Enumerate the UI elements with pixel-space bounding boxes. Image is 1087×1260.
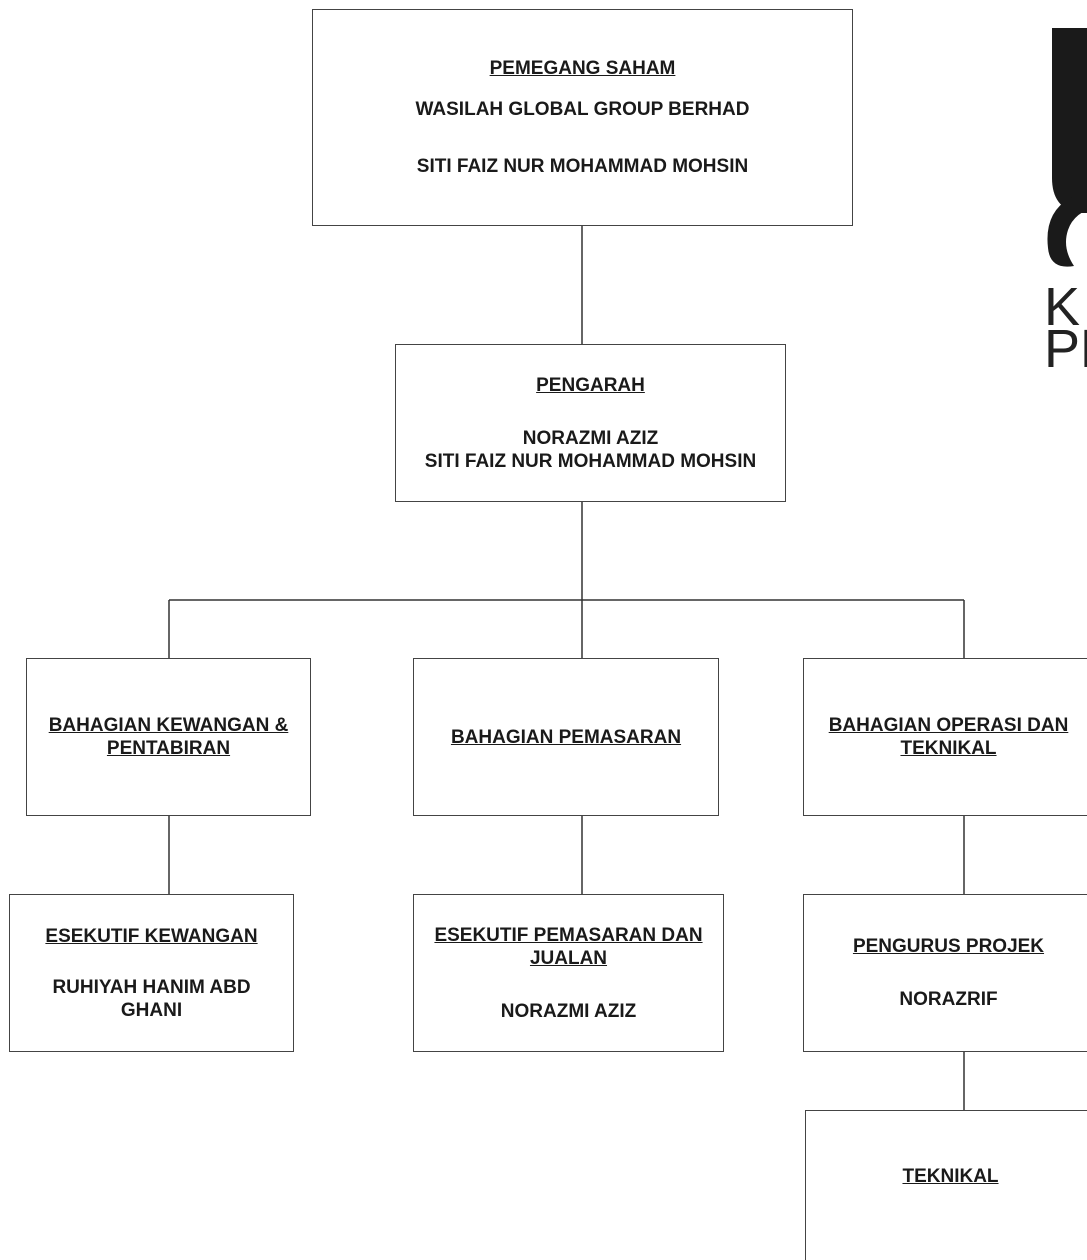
marketing-executive-name: NORAZMI AZIZ (501, 1000, 636, 1023)
director-name: SITI FAIZ NUR MOHAMMAD MOHSIN (425, 450, 756, 473)
division-marketing: BAHAGIAN PEMASARAN (413, 658, 719, 816)
shareholder-name: SITI FAIZ NUR MOHAMMAD MOHSIN (417, 155, 748, 178)
technical-box: TEKNIKAL (805, 1110, 1087, 1260)
directors-box: PENGARAH NORAZMI AZIZ SITI FAIZ NUR MOHA… (395, 344, 786, 502)
finance-executive-name: RUHIYAH HANIM ABD GHANI (32, 976, 272, 1022)
division-heading: BAHAGIAN PEMASARAN (451, 726, 681, 749)
finance-executive-heading: ESEKUTIF KEWANGAN (45, 925, 257, 948)
project-manager-heading: PENGURUS PROJEK (804, 935, 1087, 958)
shareholder-name: WASILAH GLOBAL GROUP BERHAD (416, 98, 750, 121)
finance-executive-box: ESEKUTIF KEWANGAN RUHIYAH HANIM ABD GHAN… (9, 894, 294, 1052)
director-name: NORAZMI AZIZ (523, 427, 658, 450)
directors-heading: PENGARAH (536, 374, 645, 397)
division-operations-technical: BAHAGIAN OPERASI DAN TEKNIKAL (803, 658, 1087, 816)
division-finance-admin: BAHAGIAN KEWANGAN & PENTABIRAN (26, 658, 311, 816)
project-manager-name: NORAZRIF (899, 988, 997, 1011)
marketing-executive-heading: ESEKUTIF PEMASARAN DAN JUALAN (419, 924, 719, 970)
shareholders-box: PEMEGANG SAHAM WASILAH GLOBAL GROUP BERH… (312, 9, 853, 226)
technical-heading: TEKNIKAL (806, 1165, 1087, 1188)
marketing-executive-box: ESEKUTIF PEMASARAN DAN JUALAN NORAZMI AZ… (413, 894, 724, 1052)
logo-text-line2: PE (1044, 326, 1087, 372)
division-heading: BAHAGIAN OPERASI DAN TEKNIKAL (804, 714, 1087, 760)
project-manager-box: PENGURUS PROJEK NORAZRIF (803, 894, 1087, 1052)
shareholders-heading: PEMEGANG SAHAM (490, 57, 676, 80)
division-heading: BAHAGIAN KEWANGAN & PENTABIRAN (39, 714, 299, 760)
